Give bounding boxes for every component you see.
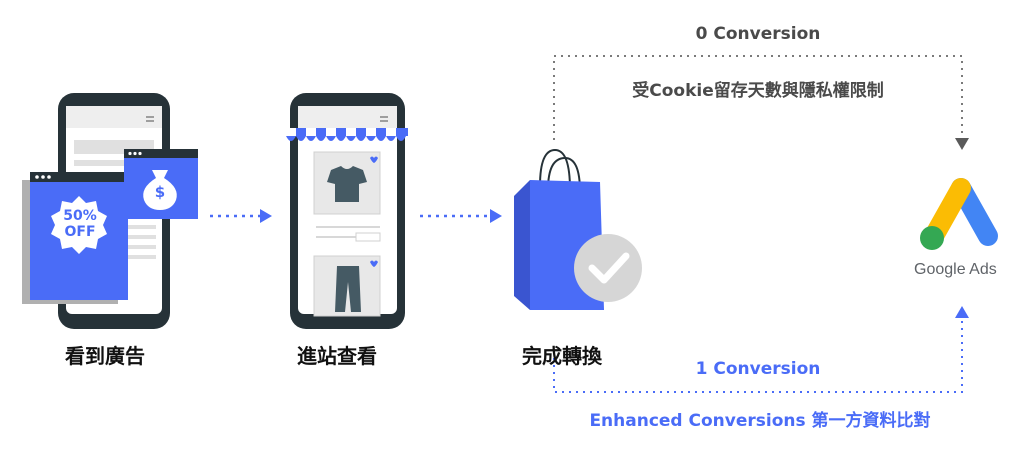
dollar-symbol: $ — [154, 183, 166, 201]
ad-window-icon — [22, 172, 128, 304]
check-icon — [574, 234, 642, 302]
shop-awning-icon — [286, 128, 408, 141]
step-label-conversion: 完成轉換 — [522, 344, 602, 368]
discount-line2: OFF — [64, 224, 96, 240]
pants-icon — [335, 266, 361, 312]
bottom-conversion-title: 1 Conversion — [695, 359, 821, 379]
discount-text: 50% OFF — [55, 208, 105, 240]
top-path-line — [553, 55, 969, 150]
top-conversion-title: 0 Conversion — [695, 24, 821, 44]
google-ads-label: Google Ads — [914, 261, 997, 278]
heart-icon-2 — [370, 260, 378, 267]
bottom-conversion-subtitle: Enhanced Conversions 第一方資料比對 — [589, 411, 931, 431]
step-label-visit-site: 進站查看 — [297, 344, 377, 368]
bottom-path-line — [553, 306, 969, 393]
money-window-icon — [124, 149, 198, 219]
google-ads-logo — [920, 178, 998, 250]
heart-icon — [370, 156, 378, 163]
step-label-see-ad: 看到廣告 — [65, 344, 145, 368]
tshirt-icon — [327, 166, 367, 202]
money-bag-icon — [143, 170, 177, 210]
discount-burst-icon — [51, 196, 107, 254]
discount-line1: 50% — [63, 208, 97, 224]
top-conversion-subtitle: 受Cookie留存天數與隱私權限制 — [632, 81, 884, 101]
